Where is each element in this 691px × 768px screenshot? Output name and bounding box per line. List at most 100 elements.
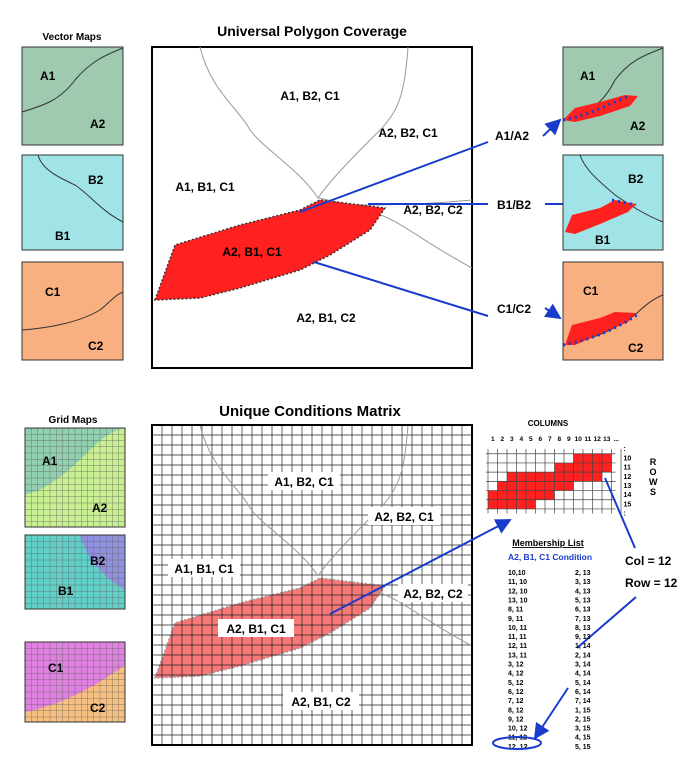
membership-entry: 6, 14: [575, 689, 591, 696]
membership-entry: 13, 11: [508, 652, 527, 659]
column-label: 10: [575, 436, 583, 443]
membership-entry: 4, 15: [575, 735, 591, 742]
column-label: 4: [519, 436, 523, 443]
svg-text:B2: B2: [90, 554, 106, 568]
filled-cell: [545, 490, 555, 500]
col-readout: Col = 12: [625, 554, 672, 568]
filled-cell: [516, 490, 526, 500]
row-label: :: [624, 446, 626, 453]
row-label: 12: [624, 474, 632, 481]
membership-entry: 9, 11: [508, 616, 523, 623]
highlighted-polygon: [153, 199, 387, 301]
svg-text:B1: B1: [595, 233, 611, 247]
filled-cell: [592, 453, 602, 463]
row-label: 15: [624, 501, 632, 508]
svg-text:A1: A1: [42, 454, 58, 468]
membership-entry: 7, 14: [575, 698, 591, 705]
membership-entry: 11, 10: [508, 579, 527, 586]
svg-text:A2, B2, C1: A2, B2, C1: [374, 510, 434, 524]
polygon-coverage-map: A1, B2, C1 A2, B2, C1 A1, B1, C1 A2, B2,…: [151, 46, 473, 369]
svg-text:A2, B2, C2: A2, B2, C2: [403, 203, 463, 217]
filled-cell: [583, 453, 593, 463]
membership-entry: 6, 13: [575, 607, 591, 614]
filled-cell: [602, 462, 612, 473]
row-label: 11: [624, 465, 632, 472]
column-label: 6: [538, 436, 542, 443]
vector-maps-caption: Vector Maps: [43, 32, 102, 43]
filled-cell: [516, 472, 526, 482]
filled-cell: [564, 462, 574, 473]
selected-cell-highlight: [492, 736, 542, 750]
membership-entry: 3, 13: [575, 579, 591, 586]
filled-cell: [507, 490, 517, 500]
filled-cell: [535, 481, 545, 491]
grid-maps: A1 A2 B2 B1 C1 C2: [24, 427, 126, 723]
svg-text:A2: A2: [630, 119, 646, 133]
result-map-c: C1 C2: [562, 261, 664, 361]
membership-entry: 2, 15: [575, 716, 591, 723]
membership-title: Membership List: [512, 538, 584, 548]
filled-cell: [564, 481, 574, 491]
membership-entry: 9, 12: [508, 716, 524, 723]
svg-text:A2, B1, C2: A2, B1, C2: [291, 695, 351, 709]
membership-entry: 9, 13: [575, 634, 591, 641]
membership-entry: 6, 12: [508, 689, 524, 696]
unique-conditions-matrix: A1, B2, C1 A2, B2, C1 A1, B1, C1 A2, B2,…: [151, 424, 473, 746]
boundary-b1-b2: B1/B2: [497, 198, 531, 212]
filled-cell: [535, 472, 545, 482]
membership-entry: 1, 15: [575, 707, 591, 714]
svg-text:C1: C1: [45, 285, 61, 299]
membership-entry: 10, 11: [508, 625, 527, 632]
membership-entry: 12, 12: [508, 744, 528, 751]
filled-cell: [602, 453, 612, 463]
svg-text:C1: C1: [583, 284, 599, 298]
filled-cell: [592, 472, 602, 482]
membership-entry: 3, 15: [575, 726, 591, 733]
column-label: 2: [500, 436, 504, 443]
column-label: 12: [594, 436, 602, 443]
filled-cell: [497, 481, 507, 491]
membership-entry: 3, 14: [575, 662, 591, 669]
filled-cell: [488, 490, 498, 500]
filled-cell: [583, 472, 593, 482]
columns-title: COLUMNS: [528, 419, 569, 428]
membership-entry: 12, 11: [508, 643, 527, 650]
row-label: 14: [624, 492, 632, 499]
filled-cell: [535, 490, 545, 500]
membership-entry: 13, 10: [508, 597, 528, 604]
membership-entry: 7, 12: [508, 698, 524, 705]
bottom-title: Unique Conditions Matrix: [219, 403, 401, 420]
filled-cell: [545, 481, 555, 491]
membership-entry: 12, 10: [508, 588, 528, 595]
membership-entry: 11, 11: [508, 634, 527, 641]
svg-text:B1: B1: [58, 584, 74, 598]
membership-entry: 5, 12: [508, 680, 524, 687]
vector-map-a: A1 A2: [21, 46, 124, 146]
membership-entry: 3, 12: [508, 662, 524, 669]
row-label: 13: [624, 483, 632, 490]
svg-text:A1, B1, C1: A1, B1, C1: [175, 180, 235, 194]
filled-cell: [507, 472, 517, 482]
filled-cell: [554, 462, 564, 473]
filled-cell: [573, 462, 583, 473]
membership-entry: 4, 14: [575, 671, 591, 678]
vector-map-b: B2 B1: [21, 154, 124, 251]
filled-cell: [554, 472, 564, 482]
filled-cell: [583, 462, 593, 473]
rows-title: ROWS: [649, 457, 658, 497]
svg-text:A2, B1, C1: A2, B1, C1: [222, 245, 282, 259]
svg-text:B1: B1: [55, 229, 71, 243]
membership-entry: 4, 13: [575, 588, 591, 595]
svg-text:A1: A1: [580, 69, 596, 83]
svg-text:A2: A2: [92, 501, 108, 515]
column-label: 8: [557, 436, 561, 443]
column-label: 3: [510, 436, 514, 443]
result-map-a: A1 A2: [562, 46, 664, 146]
column-label: 1: [491, 436, 495, 443]
membership-entry: 10,10: [508, 570, 526, 577]
boundary-c1-c2: C1/C2: [497, 302, 531, 316]
membership-entry: 5, 14: [575, 680, 591, 687]
